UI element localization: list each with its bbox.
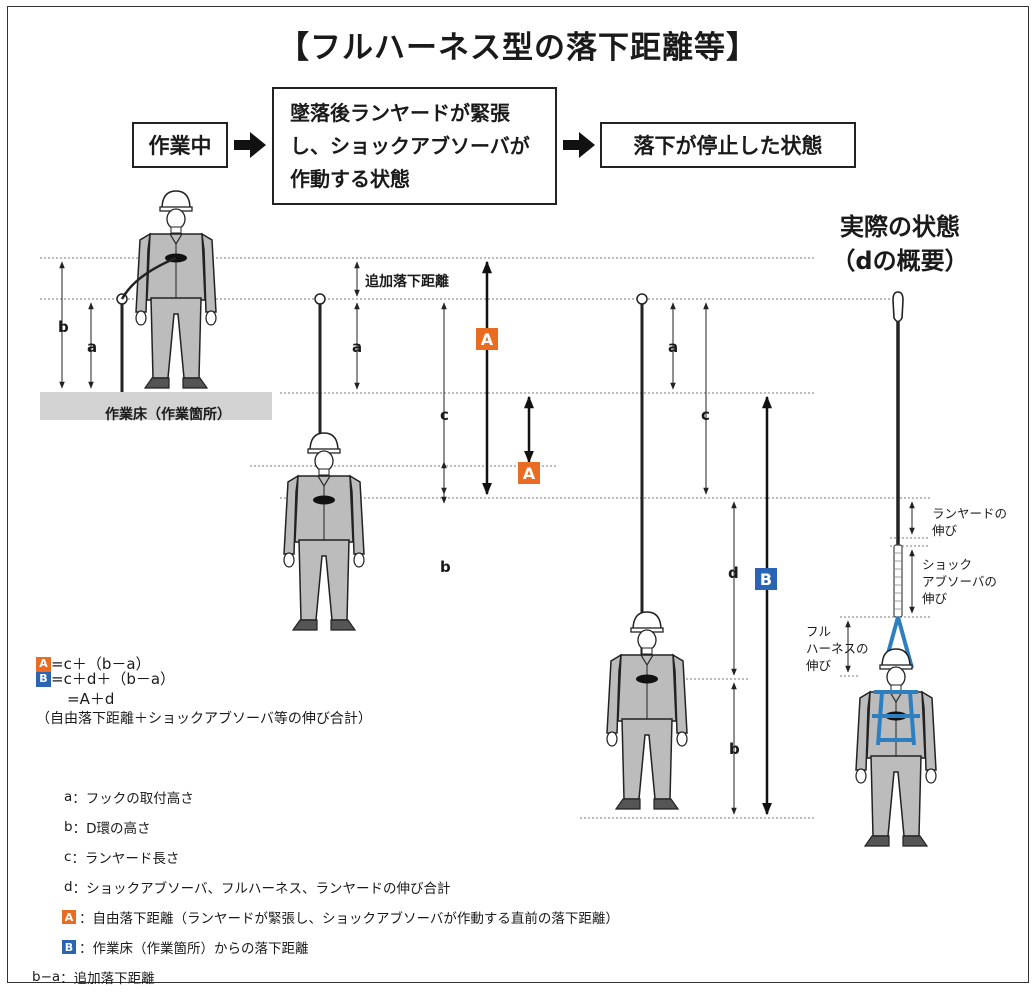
legend-text-c: ：ランヤード長さ	[71, 851, 180, 867]
worker-figure-3	[606, 611, 688, 810]
legend-item-b: b：D環の高さ	[30, 812, 730, 842]
lanyard-stretch-line-2: 伸び	[932, 523, 958, 538]
label-harness-stretch: フル ハーネスの 伸び	[806, 623, 869, 674]
legend-text-d: ：ショックアブソーバ、フルハーネス、ランヤードの伸び合計	[72, 881, 451, 897]
label-c-3: c	[701, 406, 710, 424]
actual-heading-line-1: 実際の状態	[840, 213, 960, 241]
legend-text-A: ：自由落下距離（ランヤードが緊張し、ショックアブソーバが作動する直前の落下距離）	[79, 911, 619, 927]
label-extra-fall: 追加落下距離	[365, 274, 449, 290]
formula-a: A =c＋（b－a）	[36, 654, 151, 674]
work-floor	[40, 392, 272, 420]
legend-text-a: ：フックの取付高さ	[72, 791, 194, 807]
legend-key-a: a	[64, 789, 73, 805]
actual-heading-line-2: （dの概要）	[831, 247, 969, 275]
label-a-2: a	[352, 338, 363, 356]
legend-key-c: c	[64, 849, 72, 865]
label-b-1: b	[58, 318, 69, 336]
legend-item-a: a：フックの取付高さ	[30, 782, 730, 812]
legend-item-c: c：ランヤード長さ	[30, 842, 730, 872]
lanyard-stretch-line-1: ランヤードの	[932, 506, 1008, 521]
worker-figure-1	[135, 190, 217, 389]
legend-key-B: B	[62, 940, 76, 954]
legend-text-B: ：作業床（作業箇所）からの落下距離	[79, 941, 309, 957]
label-shock-stretch: ショック アブソーバの 伸び	[922, 556, 997, 607]
stage2-line-2: し、ショックアブソーバが	[290, 133, 530, 158]
formula-b-text-1: =c＋d＋（b－a）	[51, 670, 176, 688]
formula-b-text-2: =A＋d	[52, 690, 115, 708]
stage2-line-1: 墜落後ランヤードが緊張	[290, 100, 510, 125]
legend-item-B: B：作業床（作業箇所）からの落下距離	[30, 932, 730, 962]
label-lanyard-stretch: ランヤードの 伸び	[932, 505, 1007, 539]
legend-key-A: A	[62, 910, 76, 924]
legend-text-b: ：D環の高さ	[72, 821, 151, 837]
label-d-3: d	[728, 564, 739, 582]
formula-b-block: B =c＋d＋（b－a） =A＋d （自由落下距離＋ショックアブソーバ等の伸び合…	[36, 669, 372, 729]
badge-b-1: B	[755, 568, 777, 590]
legend: a：フックの取付高さ b：D環の高さ c：ランヤード長さ d：ショックアブソーバ…	[30, 782, 730, 992]
label-a-1: a	[87, 338, 98, 356]
formula-note: （自由落下距離＋ショックアブソーバ等の伸び合計）	[36, 711, 372, 727]
legend-key-d: d	[64, 879, 73, 895]
harness-stretch-line-3: 伸び	[806, 658, 832, 673]
shock-stretch-line-1: ショック	[922, 557, 973, 572]
worker-figure-2	[283, 432, 365, 631]
stage2-line-3: 作動する状態	[290, 166, 410, 191]
formula-b-line-1: B =c＋d＋（b－a）	[36, 669, 372, 689]
diagram-title: 【フルハーネス型の落下距離等】	[278, 30, 758, 66]
legend-item-d: d：ショックアブソーバ、フルハーネス、ランヤードの伸び合計	[30, 872, 730, 902]
stage-working: 作業中	[132, 122, 228, 168]
label-c-2: c	[440, 406, 449, 424]
shock-stretch-line-2: アブソーバの	[922, 574, 997, 589]
legend-text-b-minus-a: ：追加落下距離	[60, 971, 155, 987]
label-work-floor: 作業床（作業箇所）	[105, 407, 231, 423]
actual-state-figure	[855, 291, 937, 847]
label-a-3: a	[668, 338, 679, 356]
stage-lanyard-tension: 墜落後ランヤードが緊張 し、ショックアブソーバが 作動する状態	[272, 87, 557, 205]
diagram-frame	[7, 6, 1029, 983]
stage3-label: 落下が停止した状態	[633, 134, 823, 158]
formula-b-badge: B	[36, 671, 51, 687]
flow-arrow-1	[234, 132, 266, 158]
legend-item-A: A：自由落下距離（ランヤードが緊張し、ショックアブソーバが作動する直前の落下距離…	[30, 902, 730, 932]
shock-stretch-line-3: 伸び	[922, 591, 948, 606]
flow-arrow-2	[563, 132, 595, 158]
harness-stretch-line-2: ハーネスの	[806, 641, 869, 656]
formula-a-badge: A	[36, 656, 51, 672]
formula-a-text: =c＋（b－a）	[51, 655, 151, 673]
actual-state-heading: 実際の状態 （dの概要）	[800, 210, 1000, 278]
stage-fall-stopped: 落下が停止した状態	[600, 122, 856, 168]
legend-item-b-minus-a: b−a：追加落下距離	[30, 962, 730, 992]
label-b-2: b	[440, 558, 451, 576]
harness-stretch-line-1: フル	[806, 624, 832, 639]
badge-a-2: A	[518, 462, 540, 484]
label-b-3: b	[729, 740, 740, 758]
badge-a-1: A	[476, 328, 498, 350]
legend-key-b-minus-a: b−a	[32, 969, 61, 985]
legend-key-b: b	[64, 819, 73, 835]
